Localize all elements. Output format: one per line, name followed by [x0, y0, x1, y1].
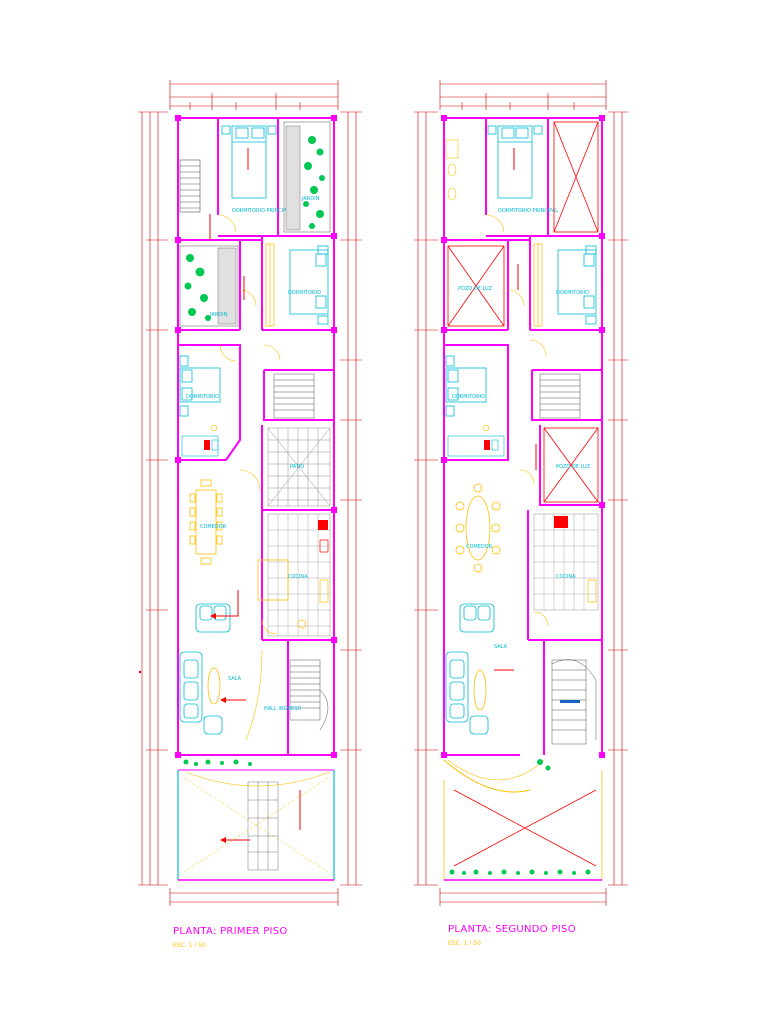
bed-icon	[445, 355, 487, 417]
room-label: DORMITORIO	[556, 290, 589, 296]
room-label: COCINA	[556, 574, 576, 580]
room-label: DORMITORIO PRINCIPAL	[498, 208, 558, 214]
handrail	[560, 700, 580, 703]
room-label: DORMITORIO	[452, 394, 485, 400]
room-label: SALA	[228, 676, 242, 682]
room-label: COMEDOR	[466, 544, 493, 550]
sofa-icon	[179, 603, 231, 735]
coffee-table	[473, 669, 487, 711]
plan-title-segundo-piso: PLANTA: SEGUNDO PISO	[448, 924, 576, 935]
room-label: HALL INGRESO	[264, 706, 301, 712]
columns	[441, 115, 605, 758]
wardrobe	[265, 243, 275, 327]
bed-icon	[289, 245, 329, 325]
room-label: DORMITORIO	[186, 394, 219, 400]
room-label: JARDIN	[209, 312, 228, 318]
stair-middle	[273, 373, 315, 419]
room-label: SALA	[494, 644, 508, 650]
plan-segundo-piso: DORMITORIO PRINCIPAL POZO DE LUZ DORMITO…	[414, 80, 628, 906]
bed-icon	[221, 125, 277, 199]
room-label: DORMITORIO	[288, 290, 321, 296]
wardrobe	[533, 243, 543, 327]
dimension-lines	[138, 80, 362, 906]
section-arrows	[209, 148, 301, 841]
bed-icon	[179, 355, 221, 417]
kitchen-layout	[533, 513, 599, 611]
coffee-table	[207, 667, 221, 705]
light-well	[447, 245, 505, 327]
garden-planting	[283, 121, 331, 233]
garden-planting	[179, 245, 239, 327]
stair-entrance	[289, 659, 329, 731]
balcony	[443, 759, 551, 793]
terrace	[443, 770, 603, 881]
garden-strip	[183, 759, 252, 766]
section-arrows	[494, 148, 537, 671]
plan-title-primer-piso: PLANTA: PRIMER PISO	[173, 926, 288, 937]
stair-middle	[539, 373, 581, 419]
bathroom-fixtures	[447, 424, 505, 457]
door-swings	[217, 214, 281, 741]
patio-tiles	[267, 427, 331, 507]
dining-table-icon	[455, 483, 501, 573]
walls	[177, 117, 335, 756]
room-label: JARDIN	[301, 196, 320, 202]
room-label: PATIO	[290, 464, 304, 470]
walls	[443, 117, 603, 756]
dimension-lines	[414, 80, 628, 906]
columns	[175, 115, 337, 758]
door-swings	[447, 214, 549, 781]
room-label: POZO DE LUZ	[458, 286, 493, 292]
arrowheads	[210, 613, 226, 843]
light-well	[543, 427, 599, 503]
sofa-icon	[445, 603, 495, 735]
room-label: POZO DE LUZ	[556, 464, 591, 470]
bathroom-fixtures	[445, 139, 459, 201]
room-label: DORMITORIO PRINCIPAL	[232, 208, 292, 214]
room-label: COMEDOR	[200, 524, 227, 530]
bathroom-fixtures	[181, 424, 219, 457]
kitchen-layout	[257, 513, 331, 637]
stair-top	[179, 159, 201, 213]
void-opening	[553, 121, 599, 233]
stair-entrance	[551, 659, 597, 745]
dimension-ticks	[138, 670, 142, 674]
plan-primer-piso: DORMITORIO PRINCIPAL JARDIN JARDIN	[138, 80, 362, 906]
parking-area	[177, 769, 335, 881]
bed-icon	[557, 245, 597, 325]
bed-icon	[487, 125, 543, 199]
plan-scale-primer-piso: ESC. 1 / 50	[173, 942, 206, 949]
plan-scale-segundo-piso: ESC. 1 / 50	[448, 940, 481, 947]
room-label: COCINA	[288, 574, 308, 580]
dining-table-icon	[189, 479, 223, 565]
